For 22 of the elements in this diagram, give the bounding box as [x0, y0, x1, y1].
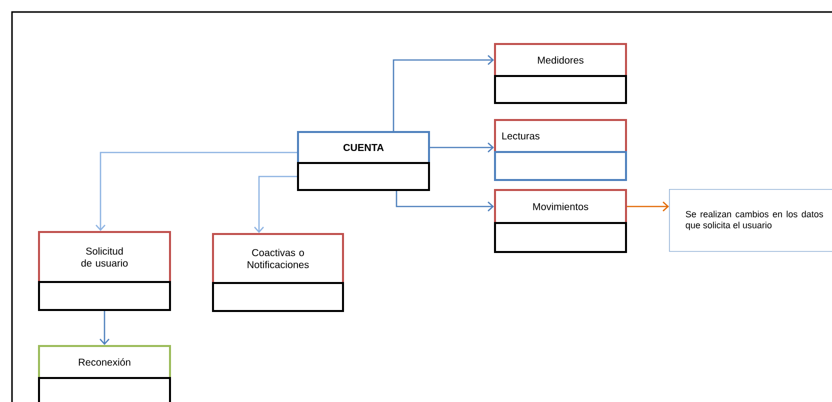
arrow	[430, 142, 494, 152]
entity-header-box: Medidores	[494, 43, 627, 77]
empty-box	[494, 151, 627, 181]
empty-box	[212, 282, 344, 312]
empty-box	[38, 377, 171, 402]
arrow	[96, 152, 297, 231]
entity-header-box: Reconexión	[38, 345, 171, 379]
empty-box	[38, 281, 171, 311]
arrow	[254, 176, 297, 233]
empty-box	[297, 162, 430, 191]
entity-header-box: CUENTA	[297, 131, 430, 164]
arrow	[392, 55, 494, 131]
entity-header-box: Solicitud de usuario	[38, 231, 171, 283]
arrow	[627, 202, 670, 212]
arrow	[100, 311, 110, 345]
entity-header-box: Coactivas o Notificaciones	[212, 233, 344, 284]
entity-header-box: Movimientos	[494, 189, 627, 224]
empty-box	[494, 222, 627, 253]
arrow	[396, 191, 494, 212]
empty-box	[494, 75, 627, 104]
entity-header-box: Lecturas	[494, 119, 627, 153]
note-box: Se realizan cambios en los datos que solicita el usuario	[669, 189, 832, 252]
